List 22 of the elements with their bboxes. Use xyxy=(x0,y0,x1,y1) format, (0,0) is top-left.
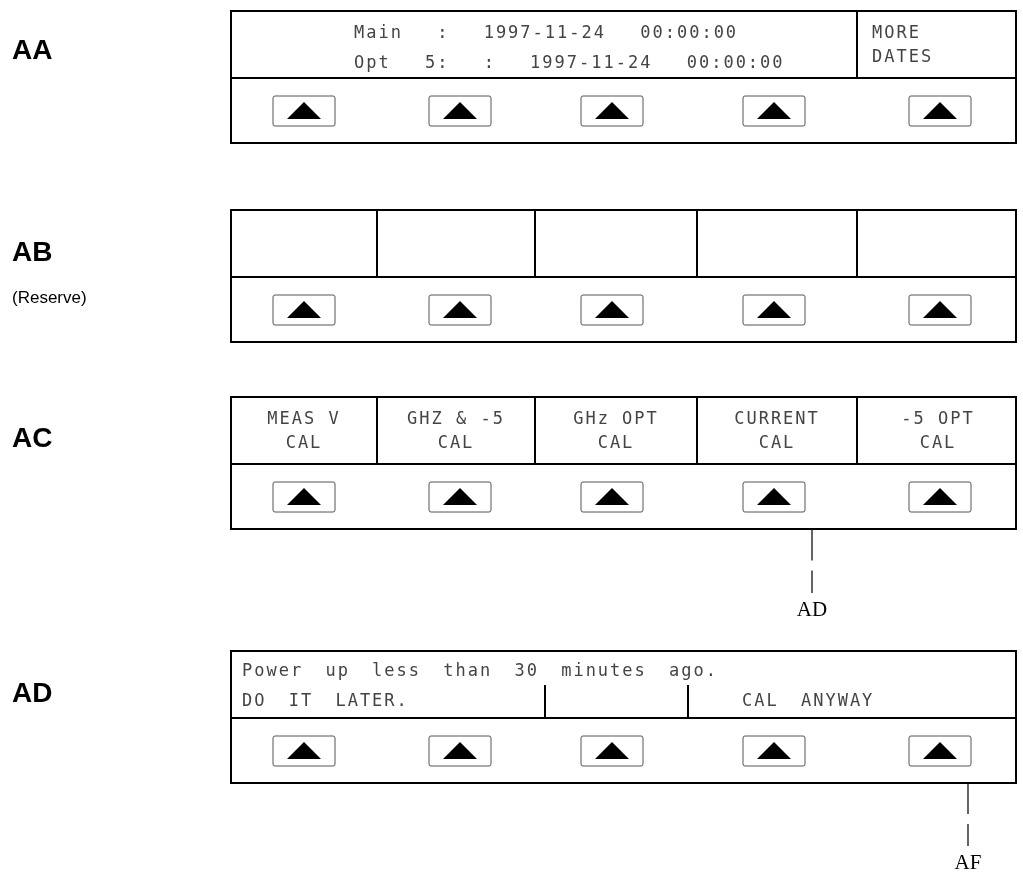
display-text: GHZ & -5 CAL xyxy=(406,407,506,454)
display-text: GHz OPT CAL xyxy=(572,407,660,454)
menu-heading: AD xyxy=(12,677,53,709)
softkey-menu-panel xyxy=(230,396,1017,530)
display-text: CAL ANYWAY xyxy=(742,689,875,712)
display-text: Opt 5: : 1997-11-24 00:00:00 xyxy=(354,51,785,74)
display-text: MEAS V CAL xyxy=(266,407,342,454)
display-text: Power up less than 30 minutes ago. xyxy=(242,659,718,682)
display-text: Main : 1997-11-24 00:00:00 xyxy=(354,21,739,44)
menu-heading: AC xyxy=(12,422,53,454)
softkey-menu-panel xyxy=(230,209,1017,343)
softkey-menu-panel xyxy=(230,10,1017,144)
menu-note: (Reserve) xyxy=(12,288,87,308)
display-text: CURRENT CAL xyxy=(733,407,821,454)
menu-heading: AA xyxy=(12,34,53,66)
display-text: DO IT LATER. xyxy=(242,689,409,712)
display-text: -5 OPT CAL xyxy=(900,407,976,454)
reference-label: AD xyxy=(792,597,832,622)
softkey-menu-panel xyxy=(230,650,1017,784)
display-text: MORE DATES xyxy=(872,21,935,68)
reference-label: AF xyxy=(948,850,988,875)
menu-heading: AB xyxy=(12,236,53,268)
